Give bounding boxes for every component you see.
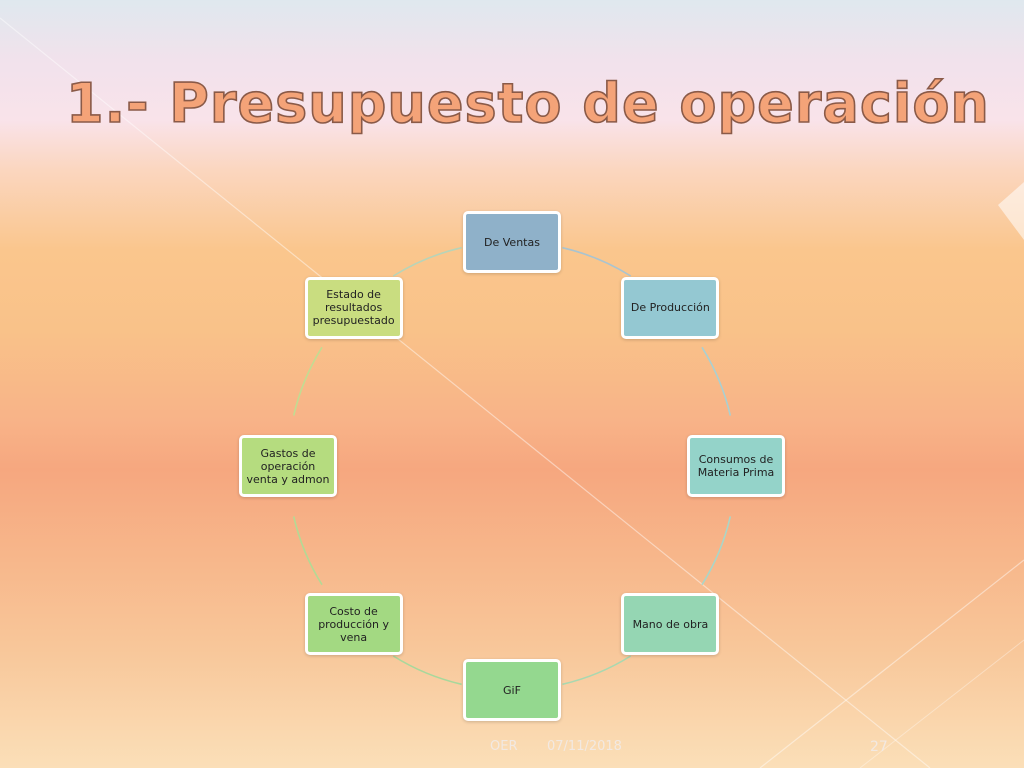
- footer-author: OER: [490, 739, 518, 754]
- cycle-node: Consumos de Materia Prima: [687, 435, 785, 497]
- cycle-connector-arc: [562, 246, 632, 277]
- cycle-connector-arc: [701, 516, 732, 586]
- cycle-node: Mano de obra: [621, 593, 720, 656]
- cycle-connector-arc: [392, 655, 462, 686]
- footer-date: 07/11/2018: [547, 739, 622, 754]
- cycle-connector-arc: [292, 516, 323, 586]
- cycle-node: Costo de producción y vena: [304, 593, 403, 656]
- cycle-connector-arc: [562, 655, 632, 686]
- cycle-node: GiF: [463, 659, 561, 721]
- slide-title: 1.- Presupuesto de operación: [65, 71, 990, 136]
- cycle-node: Gastos de operación venta y admon: [239, 435, 337, 497]
- cycle-node: Estado de resultados presupuestado: [304, 276, 403, 339]
- cycle-connector-arc: [292, 346, 323, 416]
- cycle-node: De Ventas: [463, 211, 561, 273]
- cycle-connector-arc: [701, 346, 732, 416]
- cycle-node: De Producción: [621, 276, 720, 339]
- cycle-connector-arc: [392, 246, 462, 277]
- cycle-ring: [292, 246, 732, 686]
- footer-page-number: 27: [870, 739, 888, 755]
